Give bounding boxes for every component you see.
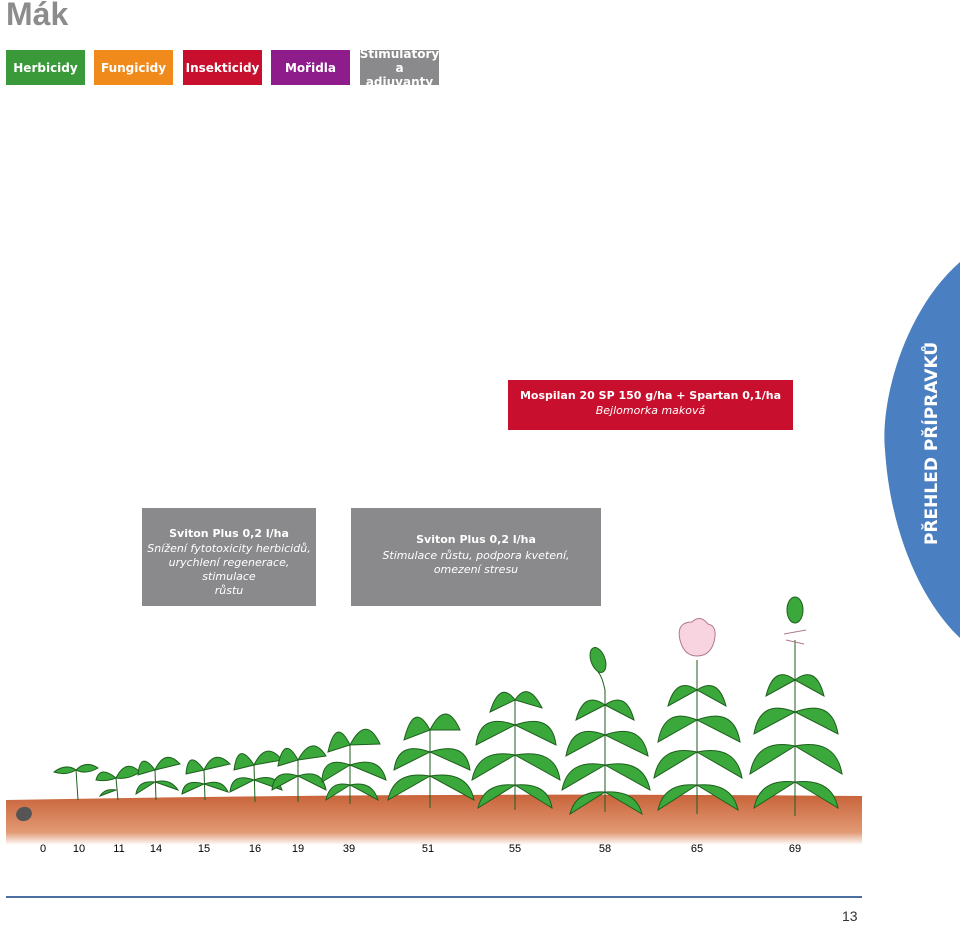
plant-stage-10 xyxy=(52,764,99,801)
plant-stage-39 xyxy=(321,728,387,804)
poppy-flower xyxy=(678,618,716,657)
plant-stage-58 xyxy=(561,647,651,816)
stimulator-description-line: urychlení regenerace, stimulace xyxy=(168,556,290,583)
growth-stage-label: 69 xyxy=(788,843,802,855)
tab-stimulatory[interactable]: Stimulátory a adjuvanty xyxy=(359,46,440,89)
tab-label-line2: a adjuvanty xyxy=(365,60,434,89)
plant-stage-16 xyxy=(229,750,283,803)
tab-moridla[interactable]: Mořidla xyxy=(271,50,350,85)
insecticide-heading: Mospilan 20 SP 150 g/ha + Spartan 0,1/ha xyxy=(519,389,782,402)
stimulator-description-line: Snížení fytotoxicity herbicidů, xyxy=(147,542,311,555)
poppy-capsule xyxy=(786,596,804,624)
plant-stage-69 xyxy=(749,596,843,816)
stimulator-heading: Sviton Plus 0,2 l/ha xyxy=(416,533,536,546)
growth-stage-label: 51 xyxy=(421,843,435,855)
growth-stage-label: 65 xyxy=(690,843,704,855)
tab-fungicidy[interactable]: Fungicidy xyxy=(94,50,173,85)
growth-stage-label: 11 xyxy=(113,843,125,855)
growth-stage-label: 16 xyxy=(248,843,262,855)
tab-label: Fungicidy xyxy=(100,60,167,75)
growth-stage-label: 19 xyxy=(291,843,305,855)
growth-stage-label: 14 xyxy=(149,843,163,855)
stimulator-description-line: Stimulace růstu, podpora kvetení, xyxy=(382,549,570,562)
plant-stage-19 xyxy=(271,745,327,802)
tab-label: Mořidla xyxy=(284,60,337,75)
page-title: Mák xyxy=(6,0,69,32)
growth-stage-label: 55 xyxy=(508,843,522,855)
page-number: 13 xyxy=(842,908,858,924)
growth-stage-label: 10 xyxy=(72,843,86,855)
insecticide-target: Bejlomorka maková xyxy=(595,404,706,417)
tab-label-line1: Stimulátory xyxy=(359,46,440,61)
plant-stage-55 xyxy=(471,691,561,810)
plant-stage-14 xyxy=(135,756,181,801)
stimulator-description-line: omezení stresu xyxy=(433,563,519,576)
tab-herbicidy[interactable]: Herbicidy xyxy=(6,50,85,85)
stimulator-box-2: Sviton Plus 0,2 l/ha Stimulace růstu, po… xyxy=(351,508,601,606)
growth-stage-label: 15 xyxy=(197,843,211,855)
growth-stage-label: 0 xyxy=(39,843,47,855)
plant-stage-11 xyxy=(95,765,141,801)
tab-label: Insekticidy xyxy=(185,60,260,75)
plant-stage-51 xyxy=(387,713,475,808)
stimulator-box-1: Sviton Plus 0,2 l/ha Snížení fytotoxicit… xyxy=(142,508,316,606)
tab-insekticidy[interactable]: Insekticidy xyxy=(183,50,262,85)
seed xyxy=(16,806,32,822)
footer-divider xyxy=(6,896,862,898)
growth-stage-label: 58 xyxy=(598,843,612,855)
tab-label: Herbicidy xyxy=(13,60,78,75)
plant-stage-15 xyxy=(181,756,231,801)
stimulator-heading: Sviton Plus 0,2 l/ha xyxy=(169,527,289,540)
growth-stage-label: 39 xyxy=(342,843,356,855)
soil xyxy=(6,794,862,845)
insecticide-box: Mospilan 20 SP 150 g/ha + Spartan 0,1/ha… xyxy=(508,380,793,430)
plant-stage-65 xyxy=(653,618,743,814)
growth-stage-scale: 0 10 11 14 15 16 19 39 51 55 58 65 69 xyxy=(0,843,960,863)
stimulator-description-line: růstu xyxy=(214,584,244,597)
